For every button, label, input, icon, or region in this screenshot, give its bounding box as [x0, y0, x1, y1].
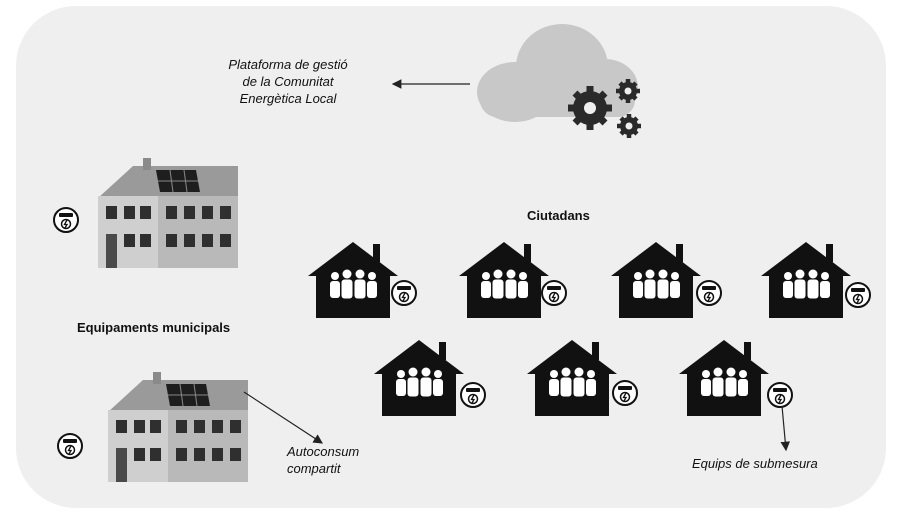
- autoconsum-label-line2: compartit: [287, 461, 341, 476]
- energy-meter-icon: [845, 282, 871, 308]
- energy-meter-icon: [53, 207, 79, 233]
- platform-label: Plataforma de gestió de la Comunitat Ene…: [198, 56, 378, 107]
- municipal-building-icon: [98, 158, 238, 268]
- family-house-icon: [611, 242, 701, 318]
- cloud-gears-icon: [477, 24, 641, 138]
- family-house-icon: [374, 340, 464, 416]
- ciutadans-label: Ciutadans: [527, 208, 590, 223]
- platform-label-line3: Energètica Local: [239, 91, 337, 106]
- autoconsum-label: Autoconsum compartit: [287, 443, 359, 477]
- energy-meter-icon: [460, 382, 486, 408]
- family-house-icon: [308, 242, 398, 318]
- submesura-arrow: [780, 405, 791, 452]
- energy-meter-icon: [541, 280, 567, 306]
- submesura-label: Equips de submesura: [692, 456, 818, 471]
- equipaments-label: Equipaments municipals: [77, 320, 231, 335]
- energy-meter-icon: [391, 280, 417, 306]
- energy-meter-icon: [767, 382, 793, 408]
- family-house-icon: [761, 242, 851, 318]
- autoconsum-arrow: [243, 391, 324, 444]
- autoconsum-label-line1: Autoconsum: [287, 444, 360, 459]
- municipal-building-icon: [108, 372, 248, 482]
- energy-meter-icon: [612, 380, 638, 406]
- family-house-icon: [527, 340, 617, 416]
- energy-meter-icon: [57, 433, 83, 459]
- family-house-icon: [679, 340, 769, 416]
- platform-label-line1: Plataforma de gestió: [228, 57, 348, 72]
- family-house-icon: [459, 242, 549, 318]
- energy-meter-icon: [696, 280, 722, 306]
- platform-label-line2: de la Comunitat: [242, 74, 334, 89]
